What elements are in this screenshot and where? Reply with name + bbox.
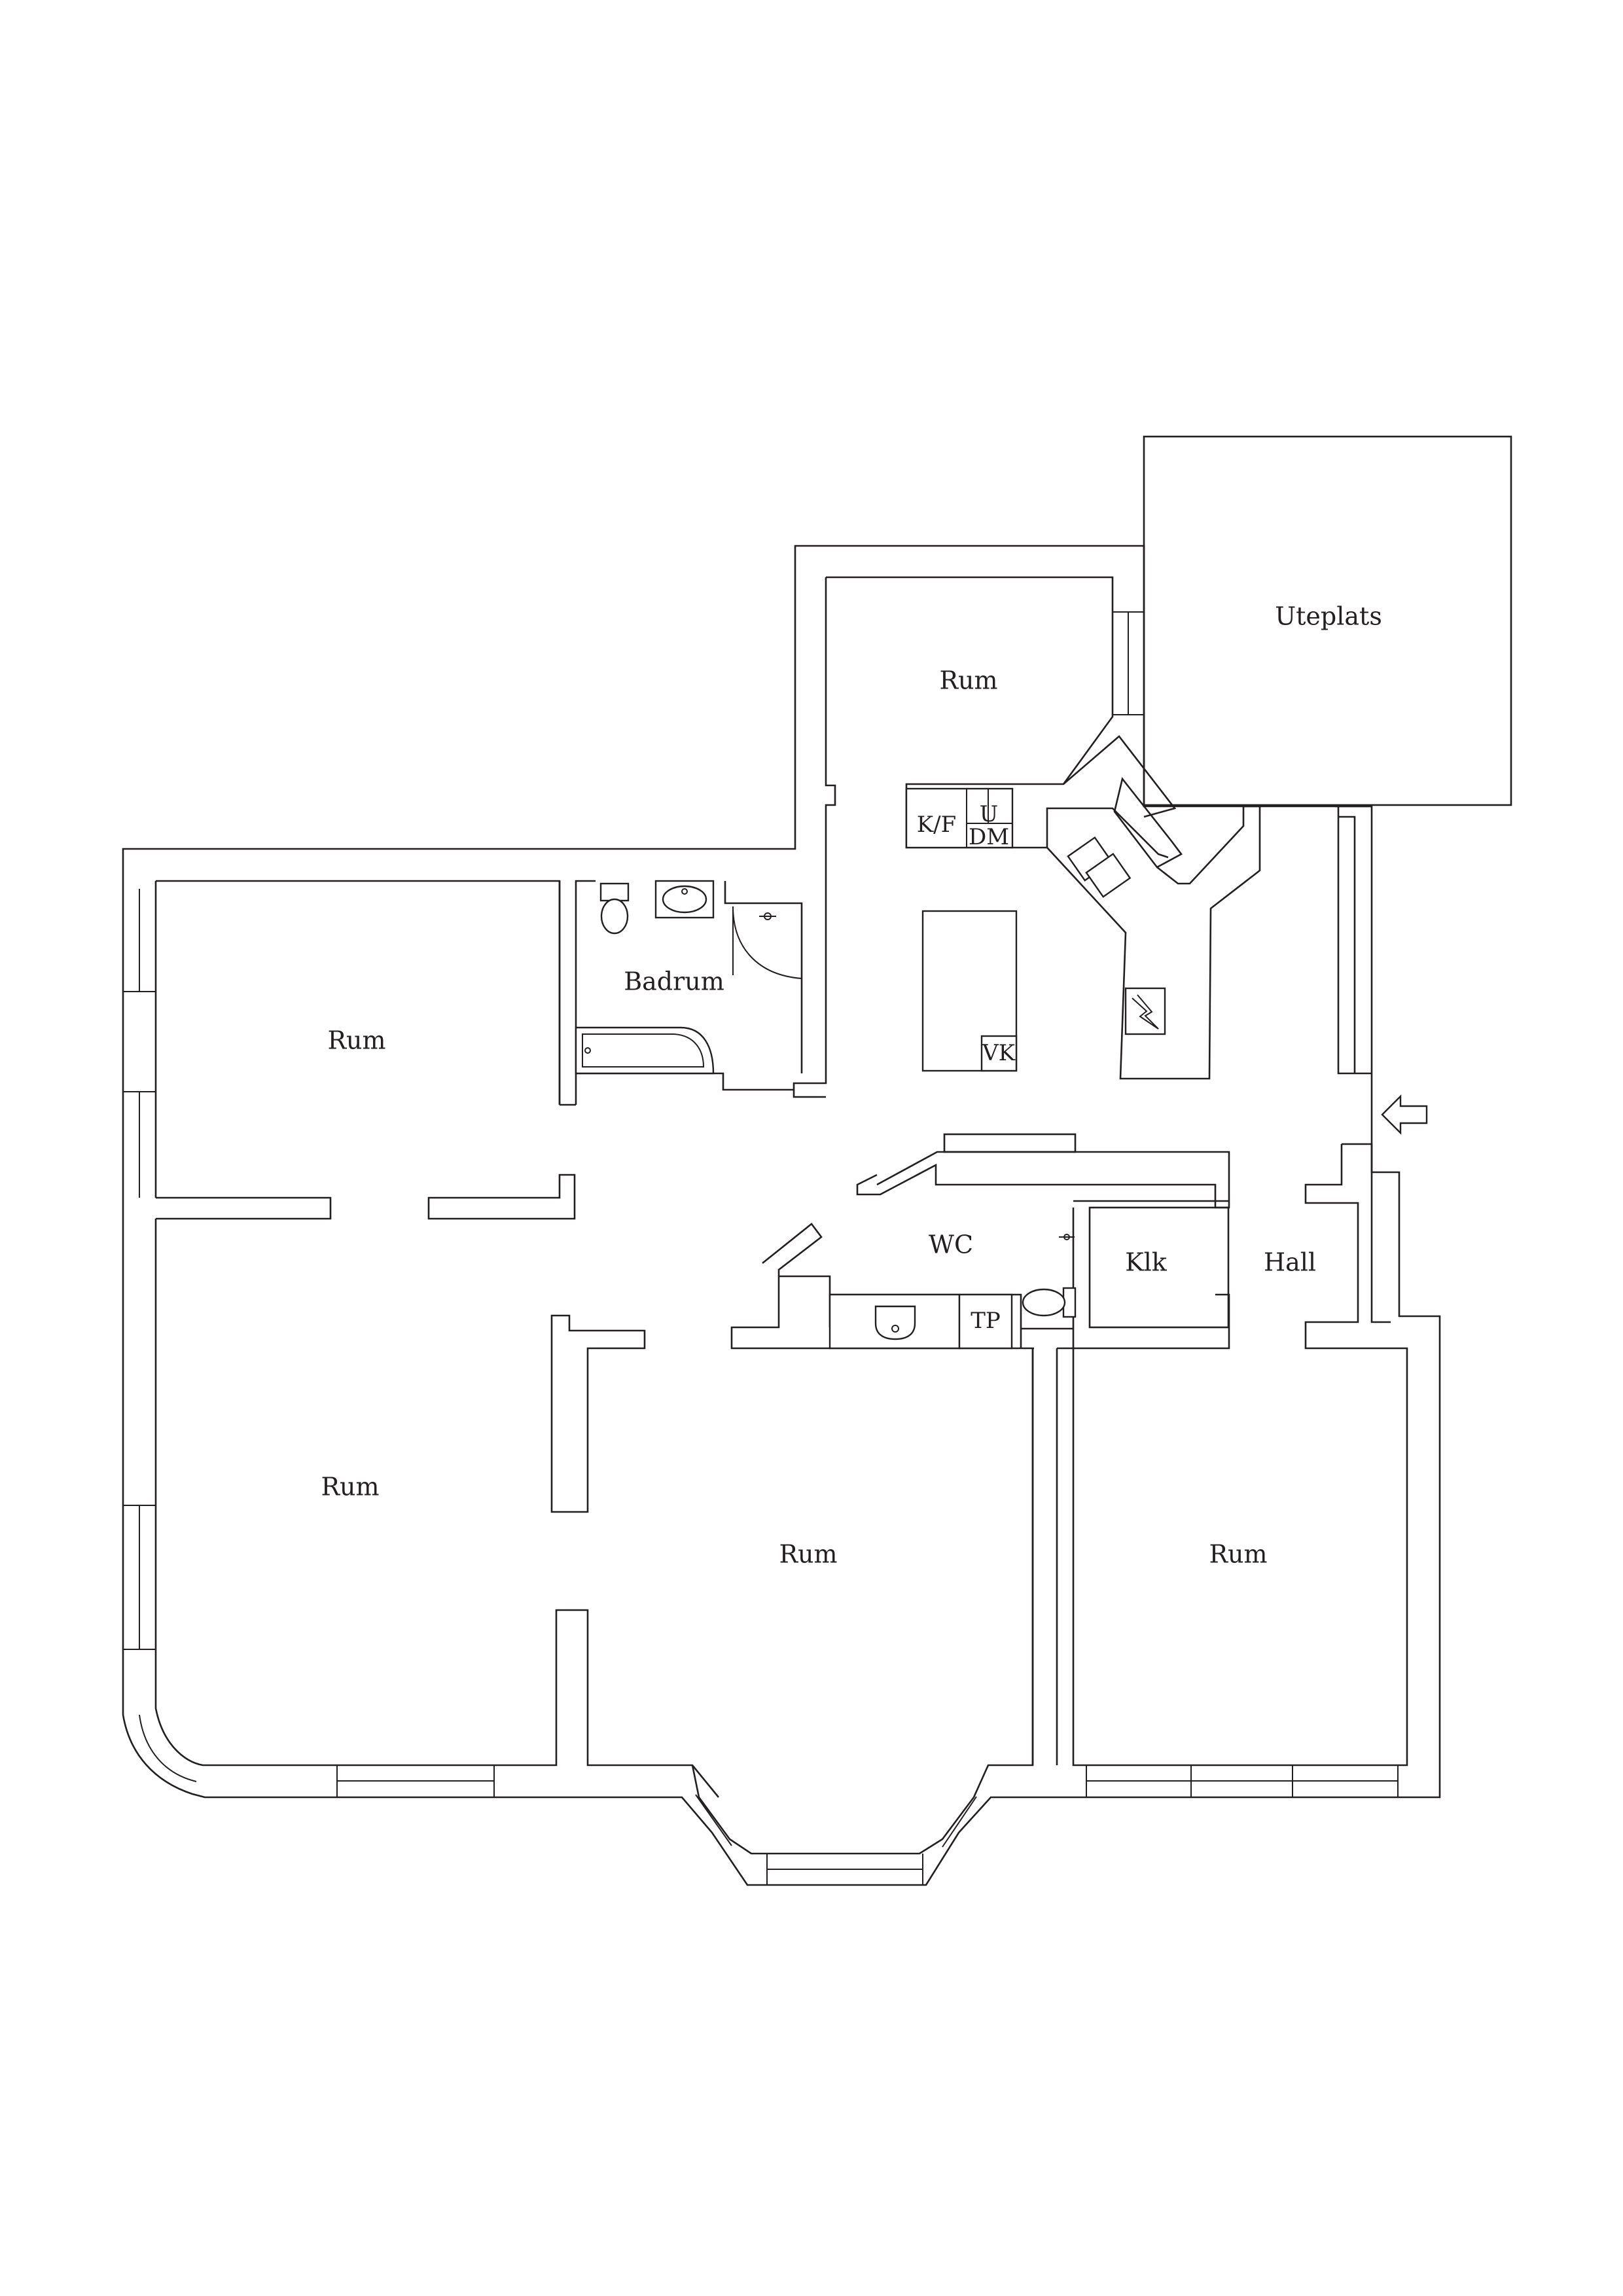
- label-klk: Klk: [1125, 1248, 1168, 1277]
- label-u: U: [980, 801, 999, 827]
- outer-walls: [122, 545, 1441, 1886]
- wc-toilet-bowl: [1022, 1288, 1066, 1317]
- fireplace-flame-icon: [1132, 994, 1159, 1030]
- bathtub: [575, 1026, 715, 1075]
- sink-basin: [662, 885, 707, 914]
- toilet-tank: [599, 882, 630, 902]
- label-vk: VK: [982, 1040, 1016, 1066]
- windows-right: [1086, 1765, 1399, 1797]
- badrum-fixtures: [575, 880, 802, 1075]
- shower-arc: [732, 906, 802, 979]
- tp-box: [958, 1293, 1013, 1350]
- fireplace: [1124, 987, 1166, 1035]
- kitchen-walls: [1046, 735, 1261, 1080]
- label-dm: DM: [969, 824, 1009, 850]
- windows-bay: [695, 1794, 977, 1885]
- room-labels: Uteplats Rum Rum Badrum Rum Rum Rum WC K…: [321, 602, 1382, 1569]
- fixture-labels: K/F U DM VK TP: [917, 801, 1016, 1334]
- label-hall: Hall: [1264, 1248, 1316, 1277]
- kitchen-island: [921, 910, 1018, 1072]
- entrance-arrow-icon: [1381, 1094, 1428, 1135]
- label-rum-center: Rum: [779, 1540, 837, 1569]
- uteplats-area: [1143, 435, 1512, 806]
- wc-fixtures: [829, 1234, 1077, 1350]
- toilet-bowl: [600, 898, 629, 935]
- label-wc: WC: [929, 1230, 973, 1259]
- counter-top-wc: [943, 1133, 1077, 1153]
- label-rum-right: Rum: [1209, 1540, 1267, 1569]
- kitchen-counter: [905, 787, 1014, 849]
- label-tp: TP: [971, 1308, 1001, 1334]
- label-rum-upper-left: Rum: [327, 1026, 385, 1055]
- windows-left: [123, 889, 495, 1797]
- stove-plate-2: [1085, 852, 1132, 898]
- label-rum-lower-left: Rum: [321, 1473, 379, 1501]
- label-uteplats: Uteplats: [1275, 602, 1382, 631]
- wc-sink-basin: [874, 1305, 916, 1340]
- label-badrum: Badrum: [624, 967, 724, 996]
- klk-closet: [1088, 1206, 1230, 1329]
- label-kf: K/F: [917, 812, 956, 838]
- label-rum-top: Rum: [939, 666, 997, 695]
- inner-walls: [156, 805, 1408, 1767]
